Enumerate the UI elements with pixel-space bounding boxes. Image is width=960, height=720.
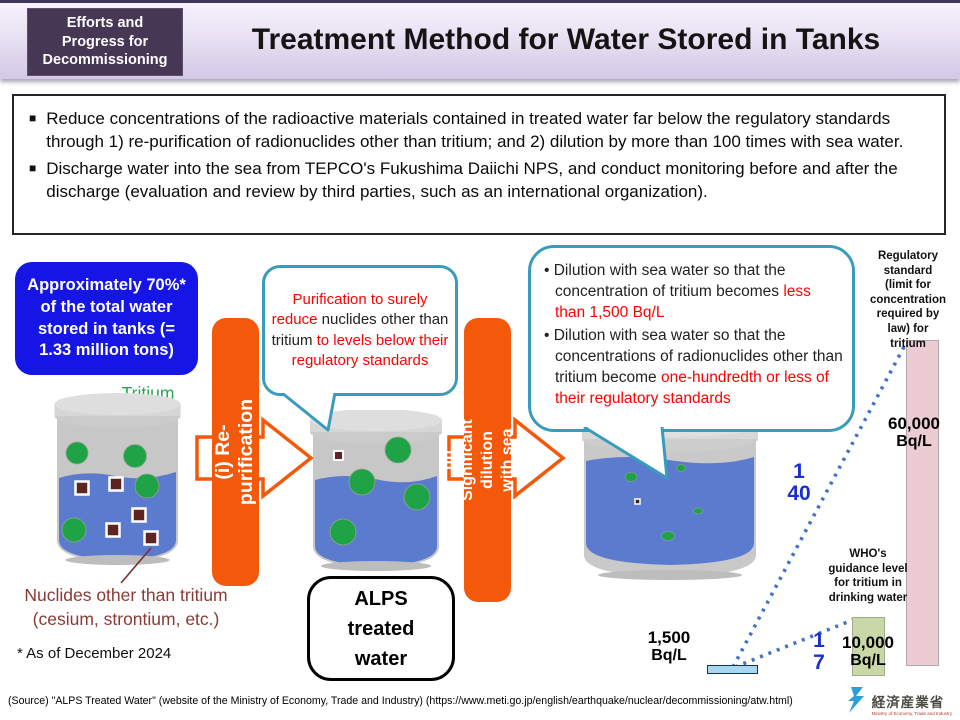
nuclides-pointer-line	[120, 547, 152, 584]
header-band: Efforts and Progress for Decommissioning…	[0, 0, 960, 79]
nuclides-label: Nuclides other than tritium (cesium, str…	[24, 585, 228, 629]
discharge-value-unit: Bq/L	[651, 647, 687, 665]
step1-banner: (i) Re-purification	[212, 318, 259, 586]
summary-bullet-1: ■ Reduce concentrations of the radioacti…	[27, 107, 930, 154]
regulatory-standard-value: 60,000 Bq/L	[878, 414, 950, 451]
bubble2-item1-red: less than 1,500 Bq/L	[555, 283, 811, 322]
who-guidance-bar	[852, 617, 885, 676]
purification-speech-bubble: Purification to surely reduce nuclides o…	[262, 265, 458, 396]
as-of-note: * As of December 2024	[17, 645, 172, 662]
alps-treated-water-label: ALPS treated water	[347, 587, 415, 670]
step1-banner-label: (i) Re-purification	[212, 398, 258, 506]
bubble2-item2-red: one-hundredth or less of their regulator…	[555, 369, 829, 408]
storage-tank-alps-illustration	[310, 410, 442, 571]
who-value-number: 10,000	[842, 633, 894, 652]
who-guidance-label: WHO's guidance level for tritium in drin…	[828, 548, 908, 604]
dilution-speech-bubble: • Dilution with sea water so that the co…	[528, 245, 855, 432]
square-bullet-icon: ■	[29, 160, 37, 175]
step2-banner-label: (ii) Significant dilution with sea water	[438, 419, 536, 501]
discharge-level-bar	[707, 665, 758, 674]
ratio-one-fortieth: 1 40	[775, 461, 823, 505]
summary-bullet-1-text: Reduce concentrations of the radioactive…	[46, 109, 904, 152]
summary-box: ■ Reduce concentrations of the radioacti…	[12, 94, 946, 235]
ratio7-denominator: 7	[813, 651, 825, 674]
bubble2-item2-black: • Dilution with sea water so that the co…	[544, 327, 843, 387]
who-value-unit: Bq/L	[850, 652, 886, 670]
meti-logo: 経済産業省 Ministry of Economy, Trade and Ind…	[846, 686, 952, 716]
series-badge-label: Efforts and Progress for Decommissioning	[42, 14, 168, 69]
ratio40-denominator: 40	[787, 482, 811, 505]
alps-treated-water-box: ALPS treated water	[307, 576, 455, 681]
bubble1-red-2: to levels below their regulatory standar…	[291, 331, 449, 369]
source-note: (Source) "ALPS Treated Water" (website o…	[8, 695, 793, 707]
discharge-level-value: 1,500 Bq/L	[636, 628, 702, 665]
tank-volume-callout-text: Approximately 70%* of the total water st…	[27, 275, 186, 360]
ratio-dotted-lines	[731, 342, 908, 669]
square-bullet-icon: ■	[29, 111, 37, 125]
ratio40-numerator: 1	[793, 460, 805, 483]
regulatory-value-number: 60,000	[888, 414, 940, 433]
regulatory-standard-bar	[906, 340, 939, 666]
bubble1-red-1: Purification to surely reduce	[271, 291, 428, 329]
purification-speech-bubble-text: Purification to surely reduce nuclides o…	[271, 290, 449, 371]
storage-tank-before-illustration	[54, 393, 181, 565]
discharge-value-number: 1,500	[647, 628, 691, 647]
regulatory-standard-label: Regulatory standard (limit for concentra…	[869, 250, 947, 350]
who-guidance-value: 10,000 Bq/L	[830, 633, 906, 670]
step2-banner: (ii) Significant dilution with sea water	[439, 318, 536, 602]
series-badge: Efforts and Progress for Decommissioning	[27, 8, 183, 76]
meti-logo-text: 経済産業省 Ministry of Economy, Trade and Ind…	[872, 691, 952, 716]
dilution-bullet-1: • Dilution with sea water so that the co…	[544, 260, 844, 323]
meti-subtitle: Ministry of Economy, Trade and Industry	[871, 711, 952, 716]
summary-bullet-2: ■ Discharge water into the sea from TEPC…	[27, 157, 930, 204]
dilution-bullet-2: • Dilution with sea water so that the co…	[544, 325, 844, 409]
bubble1-black: nuclides other than tritium	[271, 311, 449, 349]
page-title: Treatment Method for Water Stored in Tan…	[251, 23, 881, 56]
bubble2-item1-black: • Dilution with sea water so that the co…	[544, 262, 786, 301]
summary-bullet-2-text: Discharge water into the sea from TEPCO'…	[46, 158, 898, 202]
dilution-bubble-tail	[583, 427, 669, 480]
ratio7-numerator: 1	[813, 629, 825, 652]
meti-name: 経済産業省	[871, 695, 945, 710]
tank-volume-callout: Approximately 70%* of the total water st…	[15, 262, 198, 375]
meti-logo-icon	[847, 687, 864, 713]
regulatory-value-unit: Bq/L	[896, 433, 932, 451]
purification-bubble-tail	[281, 393, 337, 432]
ratio-one-seventh: 1 7	[798, 630, 840, 674]
